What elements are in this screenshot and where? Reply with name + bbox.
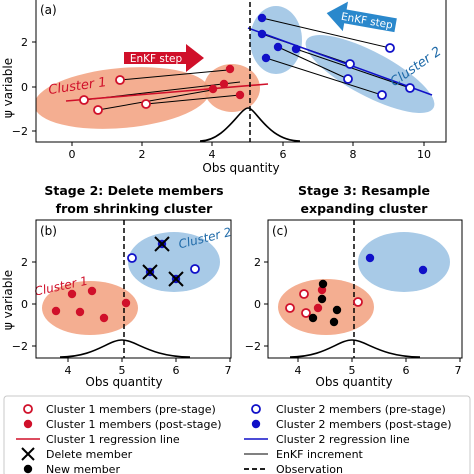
panel-b-ytick: 0 — [21, 298, 28, 311]
panel-a-xtick: 8 — [350, 148, 357, 161]
panel-b-xtick: 7 — [225, 364, 232, 377]
panel-c-xtick: 6 — [403, 364, 410, 377]
panel-c-ytick: 2 — [254, 256, 261, 269]
enkf-step-red-label: EnKF step — [130, 53, 183, 65]
panel-a-yaxis — [32, 41, 36, 132]
panel-b-xtick: 5 — [119, 364, 126, 377]
panel-a-xtick: 6 — [280, 148, 287, 161]
legend-new: New member — [23, 463, 120, 474]
stage2-title-line2: from shrinking cluster — [56, 201, 214, 216]
panel-b-yaxis — [32, 261, 36, 347]
cluster2-post-markers-a — [257, 13, 301, 63]
legend-c2-post-label: Cluster 2 members (post-stage) — [276, 418, 452, 431]
cluster1-pre-markers-a — [79, 75, 151, 115]
panel-a-frame — [35, 0, 447, 143]
panel-a-xlabel: Obs quantity — [202, 161, 279, 175]
stage3-title-line1: Stage 3: Resample — [298, 183, 430, 198]
panel-c-yaxis — [264, 261, 268, 347]
legend-c1-line-label: Cluster 1 regression line — [46, 433, 180, 446]
panel-a-ytick: 0 — [21, 81, 28, 94]
panel-c-label: (c) — [272, 224, 288, 238]
legend-c2-pre: Cluster 2 members (pre-stage) — [251, 403, 446, 416]
legend-observation: Observation — [244, 463, 343, 474]
panel-c-xtick: 7 — [455, 364, 462, 377]
stage2-title-line1: Stage 2: Delete members — [44, 183, 223, 198]
cluster2-ellipse-a-post — [250, 6, 302, 74]
panel-b-ytick: 2 — [21, 256, 28, 269]
panel-c-xlabel: Obs quantity — [315, 375, 392, 389]
panel-c: 2 0 −2 4 5 6 7 Obs quantity (c) — [245, 219, 463, 389]
panel-a-xtick: 0 — [69, 148, 76, 161]
legend-c1-pre: Cluster 1 members (pre-stage) — [23, 403, 216, 416]
panel-a-ytick: 2 — [21, 36, 28, 49]
panel-a-ylabel: ψ variable — [1, 58, 15, 118]
panel-a-ytick: −2 — [12, 125, 28, 138]
panel-a-label: (a) — [40, 3, 57, 17]
panel-b-xaxis — [67, 358, 231, 362]
panel-b-xtick: 4 — [65, 364, 72, 377]
deleted-members-b — [142, 236, 184, 287]
cluster1-members-b — [51, 286, 131, 323]
legend: Cluster 1 members (pre-stage) Cluster 1 … — [3, 395, 471, 474]
panel-b: Cluster 1 Cluster 2 2 0 −2 4 5 6 7 Obs q… — [1, 219, 233, 389]
panel-a-xtick: 2 — [139, 148, 146, 161]
cluster2-ellipse-c — [358, 232, 450, 292]
cluster1-ellipse-a-post — [204, 64, 260, 112]
enkf-step-arrow-red: EnKF step — [124, 44, 204, 72]
panel-a-xtick: 10 — [417, 148, 431, 161]
panel-c-frame — [267, 219, 463, 359]
legend-c2-line: Cluster 2 regression line — [244, 433, 410, 446]
cluster2-pre-markers-a — [343, 43, 415, 100]
observation-likelihood-c — [289, 339, 421, 358]
panel-c-xtick: 5 — [349, 364, 356, 377]
legend-increment-label: EnKF increment — [276, 448, 364, 461]
legend-c1-line: Cluster 1 regression line — [16, 433, 180, 446]
legend-new-label: New member — [46, 463, 120, 474]
stage3-title-line2: expanding cluster — [301, 201, 429, 216]
legend-c2-line-label: Cluster 2 regression line — [276, 433, 410, 446]
panel-b-ylabel: ψ variable — [1, 270, 15, 330]
legend-delete-label: Delete member — [46, 448, 133, 461]
new-members-c — [308, 279, 342, 327]
cluster2-ellipse-b — [128, 232, 220, 292]
cluster1-post-markers-a — [208, 64, 245, 100]
panel-a-xtick: 4 — [209, 148, 216, 161]
observation-likelihood-b — [59, 339, 191, 358]
legend-box — [3, 395, 471, 474]
cluster1-pre-markers-c — [285, 289, 363, 318]
panel-a: EnKF step EnKF step Cluster 1 Cluster 2 … — [1, 0, 447, 175]
panel-b-label: (b) — [40, 224, 57, 238]
panel-b-ytick: −2 — [12, 340, 28, 353]
legend-c2-post: Cluster 2 members (post-stage) — [251, 418, 452, 431]
legend-c1-pre-label: Cluster 1 members (pre-stage) — [46, 403, 216, 416]
cluster1-regression-line-a — [65, 83, 269, 102]
panel-c-xaxis — [297, 358, 461, 362]
legend-c1-post-label: Cluster 1 members (post-stage) — [46, 418, 222, 431]
cluster2-members-c — [365, 253, 428, 275]
panel-b-xtick: 6 — [173, 364, 180, 377]
observation-likelihood-a — [199, 107, 301, 142]
cluster1-ellipse-a — [36, 67, 210, 129]
panel-a-xaxis — [71, 142, 425, 146]
panel-c-ytick: 0 — [254, 298, 261, 311]
legend-increment: EnKF increment — [244, 448, 364, 461]
enkf-step-arrow-blue: EnKF step — [326, 1, 397, 33]
legend-observation-label: Observation — [276, 463, 343, 474]
cluster2-regression-line-a — [247, 27, 433, 96]
legend-delete: Delete member — [21, 447, 133, 461]
cluster1-ellipse-b — [42, 281, 138, 335]
panel-b-xlabel: Obs quantity — [85, 375, 162, 389]
legend-c1-post: Cluster 1 members (post-stage) — [23, 418, 222, 431]
panel-c-xtick: 4 — [295, 364, 302, 377]
panel-c-ytick: −2 — [245, 340, 261, 353]
legend-c2-pre-label: Cluster 2 members (pre-stage) — [276, 403, 446, 416]
panel-b-frame — [35, 219, 232, 359]
